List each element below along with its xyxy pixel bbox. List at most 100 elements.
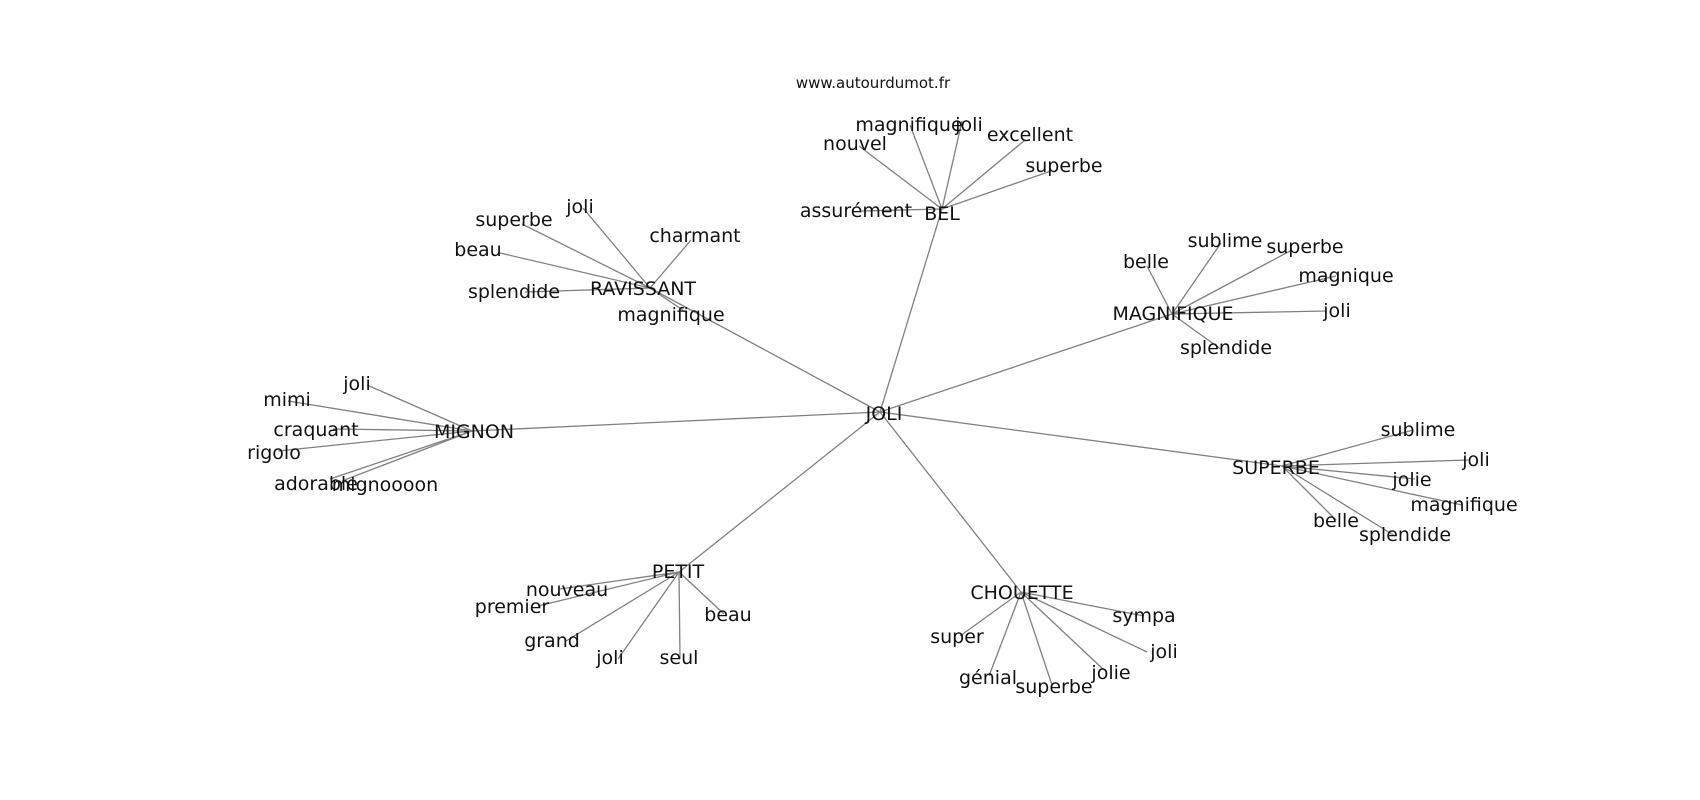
leaf-node-ravissant-superbe: superbe xyxy=(475,209,552,231)
leaf-node-magnifique-joli: joli xyxy=(1322,300,1350,322)
edge-superbe-magnifique xyxy=(1281,465,1463,506)
hub-node-bel: BEL xyxy=(924,203,960,225)
leaf-node-superbe-joli: joli xyxy=(1461,449,1489,471)
edge-ravissant-magnifique xyxy=(649,287,688,314)
source-credit: www.autourdumot.fr xyxy=(796,74,951,92)
edge-superbe-joli xyxy=(1281,459,1469,467)
leaf-node-superbe-magnifique: magnifique xyxy=(1410,494,1517,516)
leaf-node-chouette-jolie: jolie xyxy=(1090,662,1130,684)
edge-petit-seul xyxy=(678,571,681,660)
edges xyxy=(277,120,1469,686)
edge-bel-superbe xyxy=(941,170,1052,210)
edge-mignon-rigolo xyxy=(277,430,473,452)
leaf-node-mignon-craquant: craquant xyxy=(273,419,358,441)
leaf-node-bel-assurement: assurément xyxy=(800,200,912,222)
leaf-node-superbe-belle: belle xyxy=(1313,510,1359,532)
edge-center-ravissant xyxy=(649,287,881,413)
leaf-node-chouette-super: super xyxy=(930,626,984,648)
edge-ravissant-superbe xyxy=(521,223,651,289)
leaf-node-petit-joli: joli xyxy=(595,647,623,669)
leaf-node-mignon-rigolo: rigolo xyxy=(247,442,301,464)
edge-ravissant-joli xyxy=(582,207,651,289)
edge-bel-joli xyxy=(941,120,963,210)
leaf-node-chouette-genial: génial xyxy=(959,667,1017,689)
hub-node-mignon: MIGNON xyxy=(434,421,514,443)
leaf-node-chouette-superbe: superbe xyxy=(1015,676,1092,698)
edge-superbe-splendide xyxy=(1281,465,1396,537)
leaf-node-magnifique-belle: belle xyxy=(1123,251,1169,273)
leaf-node-magnifique-splendide: splendide xyxy=(1180,337,1272,359)
leaf-node-chouette-sympa: sympa xyxy=(1112,605,1175,627)
edge-chouette-superbe xyxy=(1020,591,1053,686)
edge-superbe-belle xyxy=(1281,465,1337,521)
leaf-node-bel-excellent: excellent xyxy=(987,124,1073,146)
leaf-node-superbe-sublime: sublime xyxy=(1381,419,1456,441)
edge-ravissant-charmant xyxy=(649,239,692,289)
edge-ravissant-splendide xyxy=(524,287,651,293)
edge-bel-nouvel xyxy=(858,145,943,210)
edge-magnifique-splendide xyxy=(1171,313,1223,351)
edge-chouette-jolie xyxy=(1020,591,1105,671)
edge-bel-magnifique xyxy=(909,124,943,210)
leaf-node-bel-magnifique: magnifique xyxy=(855,114,962,136)
leaf-node-mignon-mimi: mimi xyxy=(263,389,311,411)
leaf-node-mignon-adorable: adorable xyxy=(274,473,358,495)
edge-mignon-craquant xyxy=(332,428,473,432)
edge-chouette-joli xyxy=(1020,591,1148,653)
leaf-node-ravissant-splendide: splendide xyxy=(468,281,560,303)
leaf-node-ravissant-magnifique: magnifique xyxy=(617,304,724,326)
leaf-node-ravissant-charmant: charmant xyxy=(649,225,740,247)
leaf-node-petit-nouveau: nouveau xyxy=(526,579,608,601)
edge-chouette-genial xyxy=(988,591,1022,677)
edge-superbe-jolie xyxy=(1281,465,1416,480)
leaf-node-magnifique-superbe: superbe xyxy=(1266,236,1343,258)
edge-mignon-joli xyxy=(366,384,473,432)
hub-node-superbe: SUPERBE xyxy=(1232,457,1320,479)
leaf-node-petit-premier: premier xyxy=(475,596,550,618)
edge-ravissant-beau xyxy=(499,252,651,289)
edge-bel-assurement xyxy=(861,208,943,212)
leaf-node-chouette-joli: joli xyxy=(1149,641,1177,663)
leaf-node-bel-superbe: superbe xyxy=(1025,155,1102,177)
edge-magnifique-belle xyxy=(1146,265,1173,315)
edge-chouette-super xyxy=(959,591,1022,637)
edge-chouette-sympa xyxy=(1020,591,1145,617)
leaf-node-mignon-joli: joli xyxy=(342,373,370,395)
edge-petit-beau xyxy=(678,571,725,615)
edge-petit-grand xyxy=(565,571,680,642)
edge-bel-excellent xyxy=(941,139,1026,210)
leaf-node-bel-nouvel: nouvel xyxy=(823,133,887,155)
leaf-node-bel-joli: joli xyxy=(954,114,982,136)
center-node: JOLI xyxy=(865,403,903,425)
leaf-node-petit-seul: seul xyxy=(660,647,699,669)
edge-superbe-sublime xyxy=(1281,429,1414,467)
edge-mignon-mignoooon xyxy=(341,430,473,482)
leaf-node-superbe-splendide: splendide xyxy=(1359,524,1451,546)
edge-center-superbe xyxy=(879,411,1283,467)
edge-magnifique-joli xyxy=(1171,310,1327,315)
edge-center-bel xyxy=(879,208,943,413)
hub-node-chouette: CHOUETTE xyxy=(970,582,1073,604)
edge-petit-premier xyxy=(537,571,680,607)
leaf-node-magnifique-sublime: sublime xyxy=(1188,230,1263,252)
leaf-node-mignon-mignoooon: mignoooon xyxy=(332,474,438,496)
edge-magnifique-superbe xyxy=(1171,250,1291,315)
edge-mignon-adorable xyxy=(329,430,473,480)
leaf-node-ravissant-joli: joli xyxy=(565,196,593,218)
leaf-node-petit-beau: beau xyxy=(704,604,751,626)
edge-center-chouette xyxy=(879,411,1022,593)
edge-mignon-mimi xyxy=(287,400,473,432)
hub-node-petit: PETIT xyxy=(652,561,705,583)
hub-node-ravissant: RAVISSANT xyxy=(590,278,696,300)
edge-petit-joli xyxy=(617,571,680,660)
leaf-node-magnifique-magnique: magnique xyxy=(1298,265,1393,287)
leaf-node-ravissant-beau: beau xyxy=(454,239,501,261)
edge-magnifique-sublime xyxy=(1171,242,1222,315)
leaf-node-superbe-jolie: jolie xyxy=(1391,469,1431,491)
leaf-node-petit-grand: grand xyxy=(524,630,580,652)
edge-petit-nouveau xyxy=(559,571,680,590)
edge-center-magnifique xyxy=(879,313,1173,413)
